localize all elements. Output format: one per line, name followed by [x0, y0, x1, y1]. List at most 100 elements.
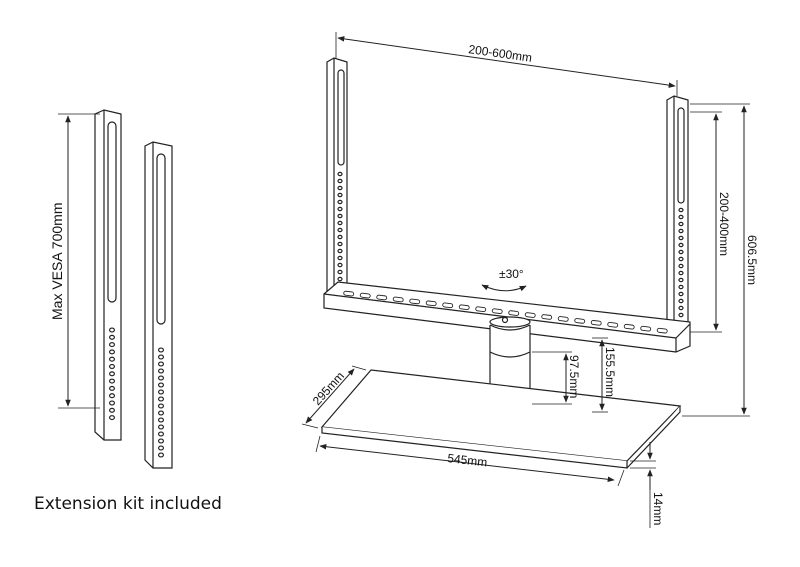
- crossbar-slot: [458, 304, 470, 311]
- mounting-hole: [158, 410, 165, 416]
- mounting-hole: [158, 396, 165, 402]
- mounting-hole: [158, 389, 165, 395]
- mounting-hole: [337, 248, 343, 254]
- crossbar-slot: [491, 308, 503, 314]
- mounting-hole: [108, 342, 115, 348]
- mounting-hole: [158, 438, 165, 444]
- swivel-label: ±30°: [499, 267, 524, 281]
- mounting-hole: [337, 185, 343, 191]
- mounting-hole: [158, 452, 165, 458]
- width-range-dimension: 200-600mm: [335, 32, 678, 96]
- mounting-hole: [337, 171, 343, 177]
- crossbar-slot: [376, 294, 388, 301]
- extension-bar-right: [144, 141, 173, 469]
- mounting-hole: [678, 207, 684, 213]
- mounting-hole: [158, 431, 165, 437]
- max-vesa-label: Max VESA 700mm: [49, 203, 65, 321]
- base-depth-label: 295mm: [310, 369, 347, 408]
- mounting-hole: [337, 213, 343, 219]
- column-tall-dimension: 155.5mm: [592, 337, 617, 413]
- base-width-label: 545mm: [447, 451, 488, 469]
- crossbar-slot: [656, 327, 668, 334]
- crossbar-slot: [425, 300, 437, 307]
- mounting-hole: [337, 255, 343, 261]
- mounting-hole: [678, 228, 684, 234]
- crossbar-slot: [524, 312, 536, 318]
- mounting-hole: [158, 375, 165, 381]
- total-height-dimension: 606.5mm: [682, 103, 759, 417]
- mounting-hole: [158, 382, 165, 388]
- mounting-hole: [337, 269, 343, 275]
- mounting-hole: [337, 220, 343, 226]
- mounting-hole: [678, 305, 684, 311]
- crossbar-slot: [574, 318, 586, 324]
- mounting-hole: [337, 227, 343, 233]
- mounting-hole: [678, 263, 684, 269]
- crossbar-slot: [359, 292, 371, 299]
- extension-kit-caption: Extension kit included: [34, 494, 222, 514]
- crossbar-slot: [343, 290, 355, 297]
- mounting-hole: [678, 221, 684, 227]
- column-short-label: 97.5mm: [567, 355, 581, 398]
- mounting-hole: [108, 334, 115, 340]
- mounting-hole: [678, 277, 684, 283]
- mounting-hole: [678, 284, 684, 290]
- extension-bar-left: [94, 109, 122, 441]
- crossbar-slot: [640, 325, 652, 332]
- mounting-hole: [108, 407, 115, 413]
- mounting-hole: [337, 276, 343, 282]
- mounting-hole: [678, 256, 684, 262]
- mounting-hole: [158, 417, 165, 423]
- mounting-hole: [337, 234, 343, 240]
- mounting-hole: [678, 235, 684, 241]
- mounting-hole: [337, 206, 343, 212]
- base-thickness-label: 14mm: [651, 492, 665, 525]
- mounting-hole: [337, 199, 343, 205]
- mounting-hole: [108, 356, 115, 362]
- crossbar-slot: [442, 302, 454, 309]
- mounting-hole: [678, 214, 684, 220]
- mounting-hole: [678, 291, 684, 297]
- column-short-dimension: 97.5mm: [532, 351, 581, 405]
- mounting-hole: [158, 445, 165, 451]
- mounting-hole: [108, 385, 115, 391]
- right-upright: [666, 95, 689, 341]
- crossbar-slot: [590, 320, 602, 326]
- crossbar-slot: [541, 314, 553, 320]
- mounting-hole: [108, 415, 115, 421]
- mounting-hole: [158, 347, 165, 353]
- total-height-label: 606.5mm: [745, 235, 759, 285]
- crossbar-slot: [409, 298, 421, 305]
- base-plate: [320, 369, 682, 469]
- mounting-hole: [108, 378, 115, 384]
- mounting-hole: [678, 270, 684, 276]
- height-range-dimension: 200-400mm: [690, 111, 731, 333]
- mounting-hole: [678, 242, 684, 248]
- swivel-indicator: ±30°: [481, 267, 527, 292]
- mounting-hole: [678, 298, 684, 304]
- base-thickness-dimension: 14mm: [630, 442, 665, 528]
- base-width-dimension: 545mm: [315, 435, 625, 487]
- mounting-hole: [108, 393, 115, 399]
- left-upright: [326, 57, 348, 301]
- mounting-hole: [678, 312, 684, 318]
- crossbar-slot: [623, 323, 635, 330]
- mounting-hole: [108, 327, 115, 333]
- mounting-hole: [108, 363, 115, 370]
- mounting-hole: [158, 354, 165, 360]
- mounting-hole: [337, 192, 343, 198]
- height-range-label: 200-400mm: [717, 192, 731, 256]
- mounting-hole: [108, 349, 115, 355]
- mounting-hole: [108, 371, 115, 377]
- crossbar-slot: [607, 321, 619, 328]
- mounting-hole: [337, 241, 343, 247]
- max-vesa-dimension: Max VESA 700mm: [49, 113, 100, 409]
- mounting-hole: [678, 249, 684, 255]
- mounting-hole: [337, 262, 343, 268]
- crossbar-slot: [392, 296, 404, 303]
- mounting-hole: [108, 400, 115, 406]
- mounting-hole: [158, 368, 165, 374]
- mounting-hole: [337, 178, 343, 184]
- crossbar-slot: [508, 310, 520, 316]
